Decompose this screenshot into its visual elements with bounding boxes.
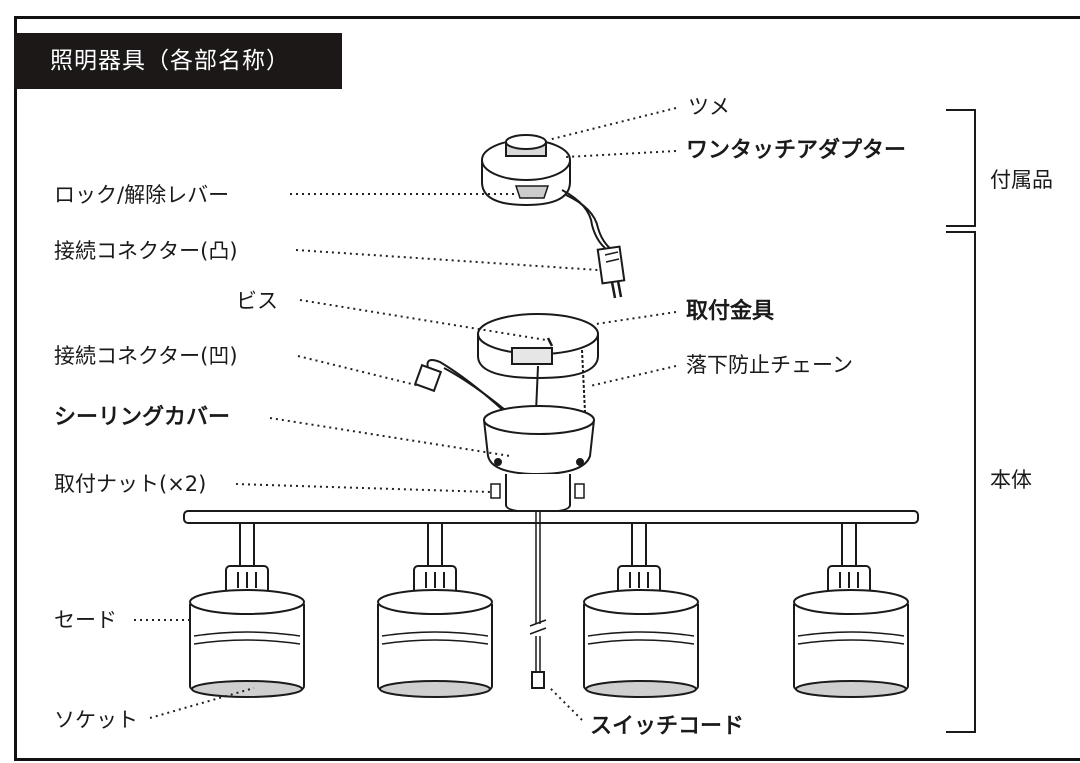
group-label-accessories: 付属品	[990, 168, 1053, 192]
label-safety-chain: 落下防止チェーン	[686, 353, 853, 377]
spotlight-4	[793, 522, 909, 698]
label-screw: ビス	[236, 289, 278, 313]
ceiling-cover-drawing	[483, 405, 595, 514]
label-switch-cord: スイッチコード	[590, 714, 745, 739]
mounting-bracket-drawing	[477, 313, 599, 413]
connector-concave-drawing	[413, 359, 511, 415]
spotlight-1	[189, 522, 305, 698]
label-one-touch-adapter: ワンタッチアダプター	[686, 138, 907, 163]
label-connector-convex: 接続コネクター(凸)	[54, 239, 238, 263]
label-ceiling-cover: シーリングカバー	[54, 405, 231, 430]
main-body-bracket	[946, 231, 976, 733]
label-socket: ソケット	[54, 708, 138, 732]
diagram-frame	[14, 16, 1080, 761]
label-mounting-bracket: 取付金具	[686, 299, 775, 324]
label-connector-concave: 接続コネクター(凹)	[54, 344, 238, 368]
arm-bar-drawing	[183, 510, 919, 524]
leader-lines	[134, 107, 677, 721]
accessories-bracket	[946, 109, 976, 227]
spotlight-3	[583, 522, 699, 698]
one-touch-adapter-drawing	[481, 134, 613, 251]
label-lock-lever: ロック/解除レバー	[54, 183, 230, 207]
spotlight-2	[377, 522, 493, 698]
label-tsume: ツメ	[688, 95, 730, 119]
label-mounting-nut: 取付ナット(×2)	[54, 472, 207, 496]
label-shade: セード	[54, 608, 117, 632]
connector-convex-drawing	[596, 245, 626, 299]
group-label-main-body: 本体	[990, 468, 1032, 492]
switch-cord-drawing	[529, 512, 547, 689]
page-title: 照明器具（各部名称）	[14, 33, 342, 89]
